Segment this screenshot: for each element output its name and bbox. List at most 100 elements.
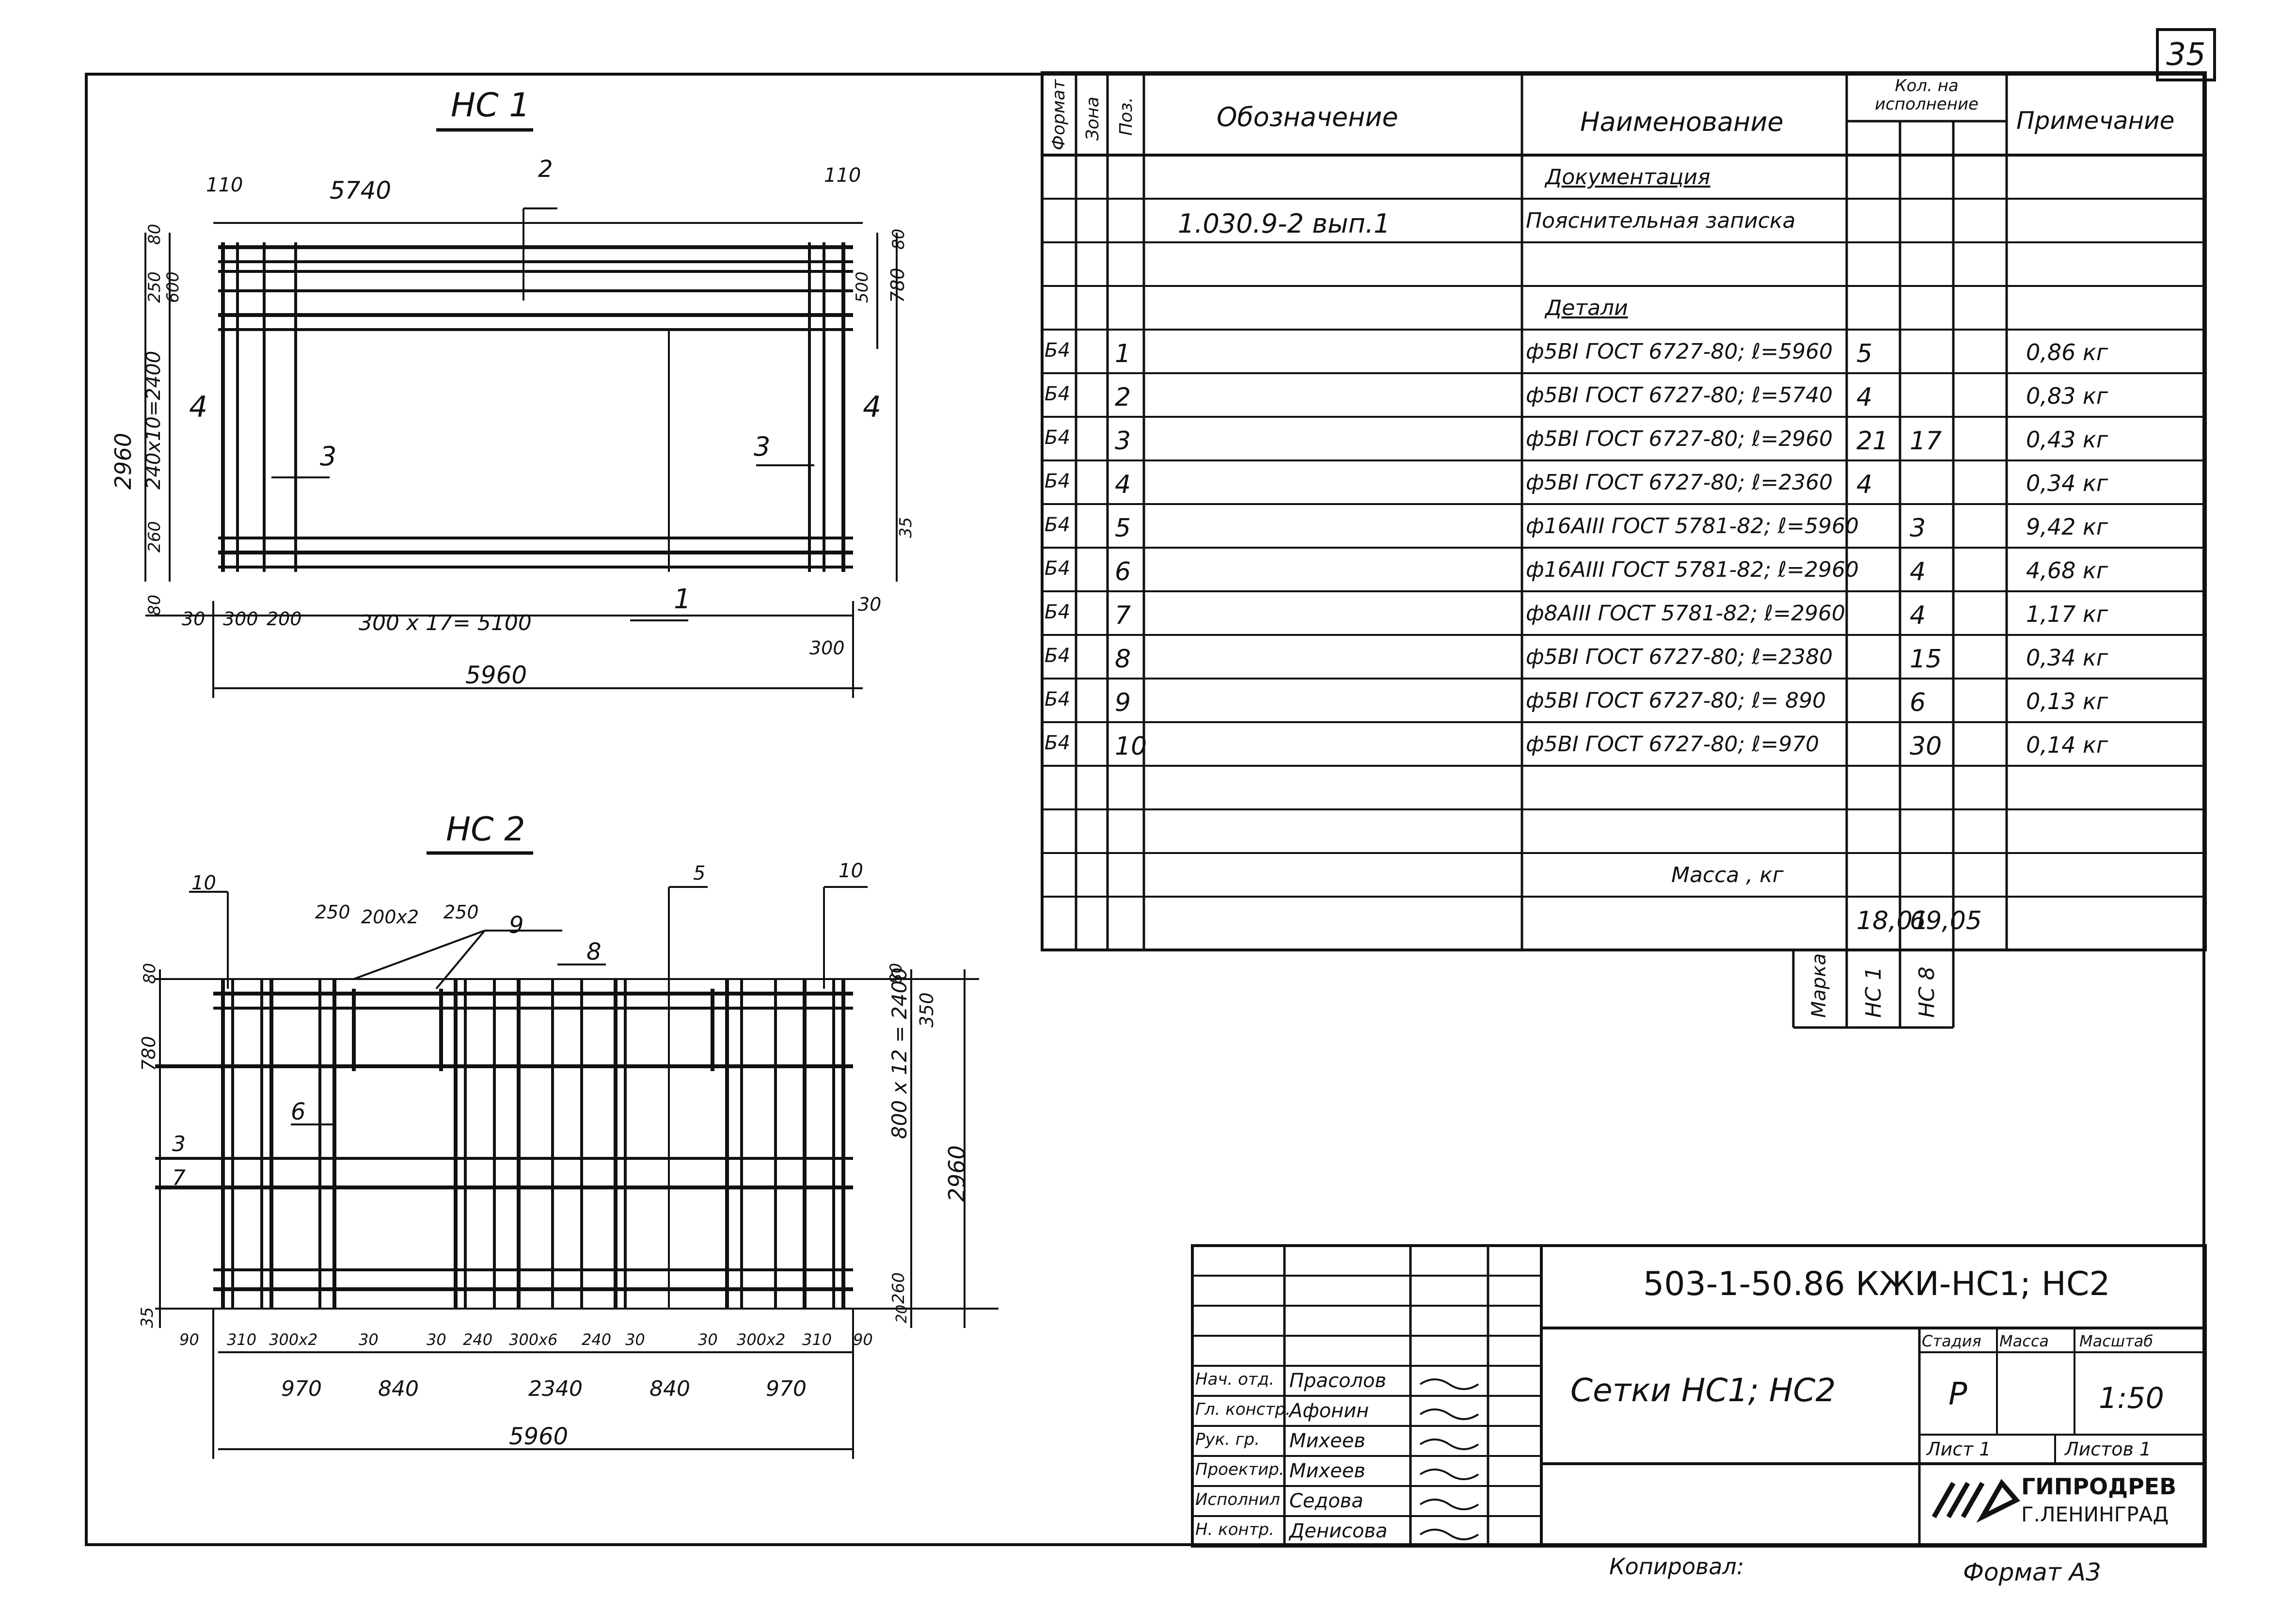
dimension-label: 110 (206, 174, 243, 196)
dimension-label: 9 (509, 912, 524, 939)
dimension-label: 300 (223, 608, 258, 630)
dimension-label: 30 (427, 1330, 446, 1349)
dimension-label: 500 (853, 271, 872, 303)
spec-cell-designation: 1.030.9-2 вып.1 (1178, 208, 1391, 239)
dimension-label: 4 (863, 390, 881, 424)
spec-cell-format: Б4 (1045, 645, 1070, 667)
approval-name: Прасолов (1289, 1370, 1387, 1392)
dimension-label: 90 (853, 1330, 873, 1349)
header-pos: Поз. (1116, 97, 1136, 136)
spec-cell-note: 4,68 кг (2026, 557, 2108, 584)
spec-cell-note: 1,17 кг (2026, 601, 2108, 627)
dimension-label: 30 (858, 594, 881, 615)
spec-cell-format: Б4 (1045, 601, 1070, 623)
marka-nc2-cell: НС 8 (1915, 966, 1939, 1018)
header-note: Примечание (2016, 107, 2175, 135)
dimension-label: 7 (172, 1166, 186, 1190)
dimension-label: 1 (674, 584, 691, 615)
dimension-label: 840 (649, 1376, 690, 1401)
spec-grid (1041, 71, 2207, 1029)
title-block-row-lines (1192, 1275, 1541, 1540)
dimension-label: 200 (267, 608, 302, 630)
dimension-label: 80 (887, 963, 906, 984)
spec-cell-q1: 5 (1856, 339, 1873, 368)
dimension-label: 260 (145, 521, 164, 553)
spec-cell-name: ф5ВI ГОСТ 6727-80; ℓ=970 (1526, 732, 1820, 757)
scale-label: Масштаб (2079, 1332, 2153, 1350)
spec-cell-name: ф5ВI ГОСТ 6727-80; ℓ=2360 (1526, 470, 1833, 495)
dimension-label: 5960 (509, 1423, 568, 1450)
approval-role: Нач. отд. (1195, 1370, 1275, 1389)
spec-cell-pos: 6 (1115, 557, 1131, 586)
spec-cell-note: 0,43 кг (2026, 427, 2108, 453)
dimension-label: 5960 (465, 661, 527, 689)
org-logo-icon (1932, 1479, 2020, 1523)
approval-role: Проектир. (1195, 1460, 1284, 1479)
nc1-view (144, 128, 898, 698)
dimension-label: 80 (140, 963, 159, 984)
approval-role: Исполнил (1195, 1490, 1280, 1509)
approval-name: Афонин (1289, 1400, 1369, 1422)
dimension-label: 250 (315, 901, 350, 923)
header-designation: Обозначение (1217, 102, 1398, 132)
spec-cell-name: ф8АIII ГОСТ 5781-82; ℓ=2960 (1526, 601, 1846, 626)
dimension-label: 30 (698, 1330, 718, 1349)
dimension-label: 250 (145, 271, 164, 303)
dimension-label: 240х10=2400 (143, 351, 165, 490)
dimension-label: 2960 (110, 433, 136, 490)
dimension-label: 300 (809, 637, 845, 659)
spec-cell-q1: 21 (1856, 427, 1889, 456)
spec-cell-pos: 9 (1115, 688, 1131, 717)
sheet-number: 35 (2156, 28, 2216, 81)
spec-cell-q1: 18,01 (1856, 906, 1929, 935)
spec-cell-name: ф5ВI ГОСТ 6727-80; ℓ=2960 (1526, 427, 1833, 451)
dimension-label: 300 х 17= 5100 (359, 611, 532, 635)
approval-name: Денисова (1289, 1520, 1388, 1542)
spec-cell-format: Б4 (1045, 688, 1070, 711)
dimension-label: 3 (172, 1132, 186, 1156)
dimension-label: 5740 (330, 176, 391, 205)
spec-cell-format: Б4 (1045, 383, 1070, 405)
dimension-label: 30 (359, 1330, 379, 1349)
dimension-label: 780 (138, 1036, 159, 1071)
dimension-label: 2 (538, 156, 553, 183)
spec-cell-q1: 4 (1856, 470, 1873, 499)
dimension-label: 310 (802, 1330, 832, 1349)
dimension-label: 310 (227, 1330, 256, 1349)
spec-cell-name: ф5ВI ГОСТ 6727-80; ℓ=2380 (1526, 645, 1833, 669)
signature-icon (1419, 1439, 1479, 1450)
dimension-label: 35 (896, 517, 916, 538)
spec-cell-pos: 2 (1115, 383, 1131, 412)
spec-cell-note: 0,34 кг (2026, 645, 2108, 671)
spec-cell-name: Документация (1545, 165, 1710, 190)
spec-cell-name: ф16АIII ГОСТ 5781-82; ℓ=2960 (1526, 557, 1859, 582)
header-name: Наименование (1580, 107, 1784, 137)
marka-label-cell: Марка (1808, 953, 1830, 1018)
signature-icon (1419, 1469, 1479, 1480)
dimension-label: 10 (191, 872, 216, 894)
spec-cell-note: 0,83 кг (2026, 383, 2108, 409)
spec-cell-note: 0,13 кг (2026, 688, 2108, 714)
spec-cell-q1: 4 (1856, 383, 1873, 412)
org-name: ГИПРОДРЕВ (2021, 1473, 2177, 1500)
spec-cell-pos: 3 (1115, 427, 1131, 456)
spec-cell-format: Б4 (1045, 514, 1070, 536)
dimension-label: 2340 (528, 1376, 583, 1401)
spec-cell-format: Б4 (1045, 557, 1070, 580)
dimension-label: 250 (443, 901, 479, 923)
spec-cell-name: ф5ВI ГОСТ 6727-80; ℓ= 890 (1526, 688, 1826, 713)
dimension-label: 200х2 (361, 906, 419, 928)
format-label: Формат А3 (1963, 1558, 2101, 1586)
spec-cell-format: Б4 (1045, 339, 1070, 362)
spec-cell-pos: 4 (1115, 470, 1131, 499)
nc1-title: НС 1 (451, 86, 530, 125)
marka-nc1-cell: НС 1 (1861, 966, 1886, 1018)
spec-cell-note: 0,14 кг (2026, 732, 2108, 758)
dimension-label: 10 (839, 860, 863, 882)
dimension-label: 80 (145, 595, 164, 616)
spec-cell-q2: 17 (1910, 427, 1942, 456)
dimension-label: 3 (320, 441, 336, 472)
